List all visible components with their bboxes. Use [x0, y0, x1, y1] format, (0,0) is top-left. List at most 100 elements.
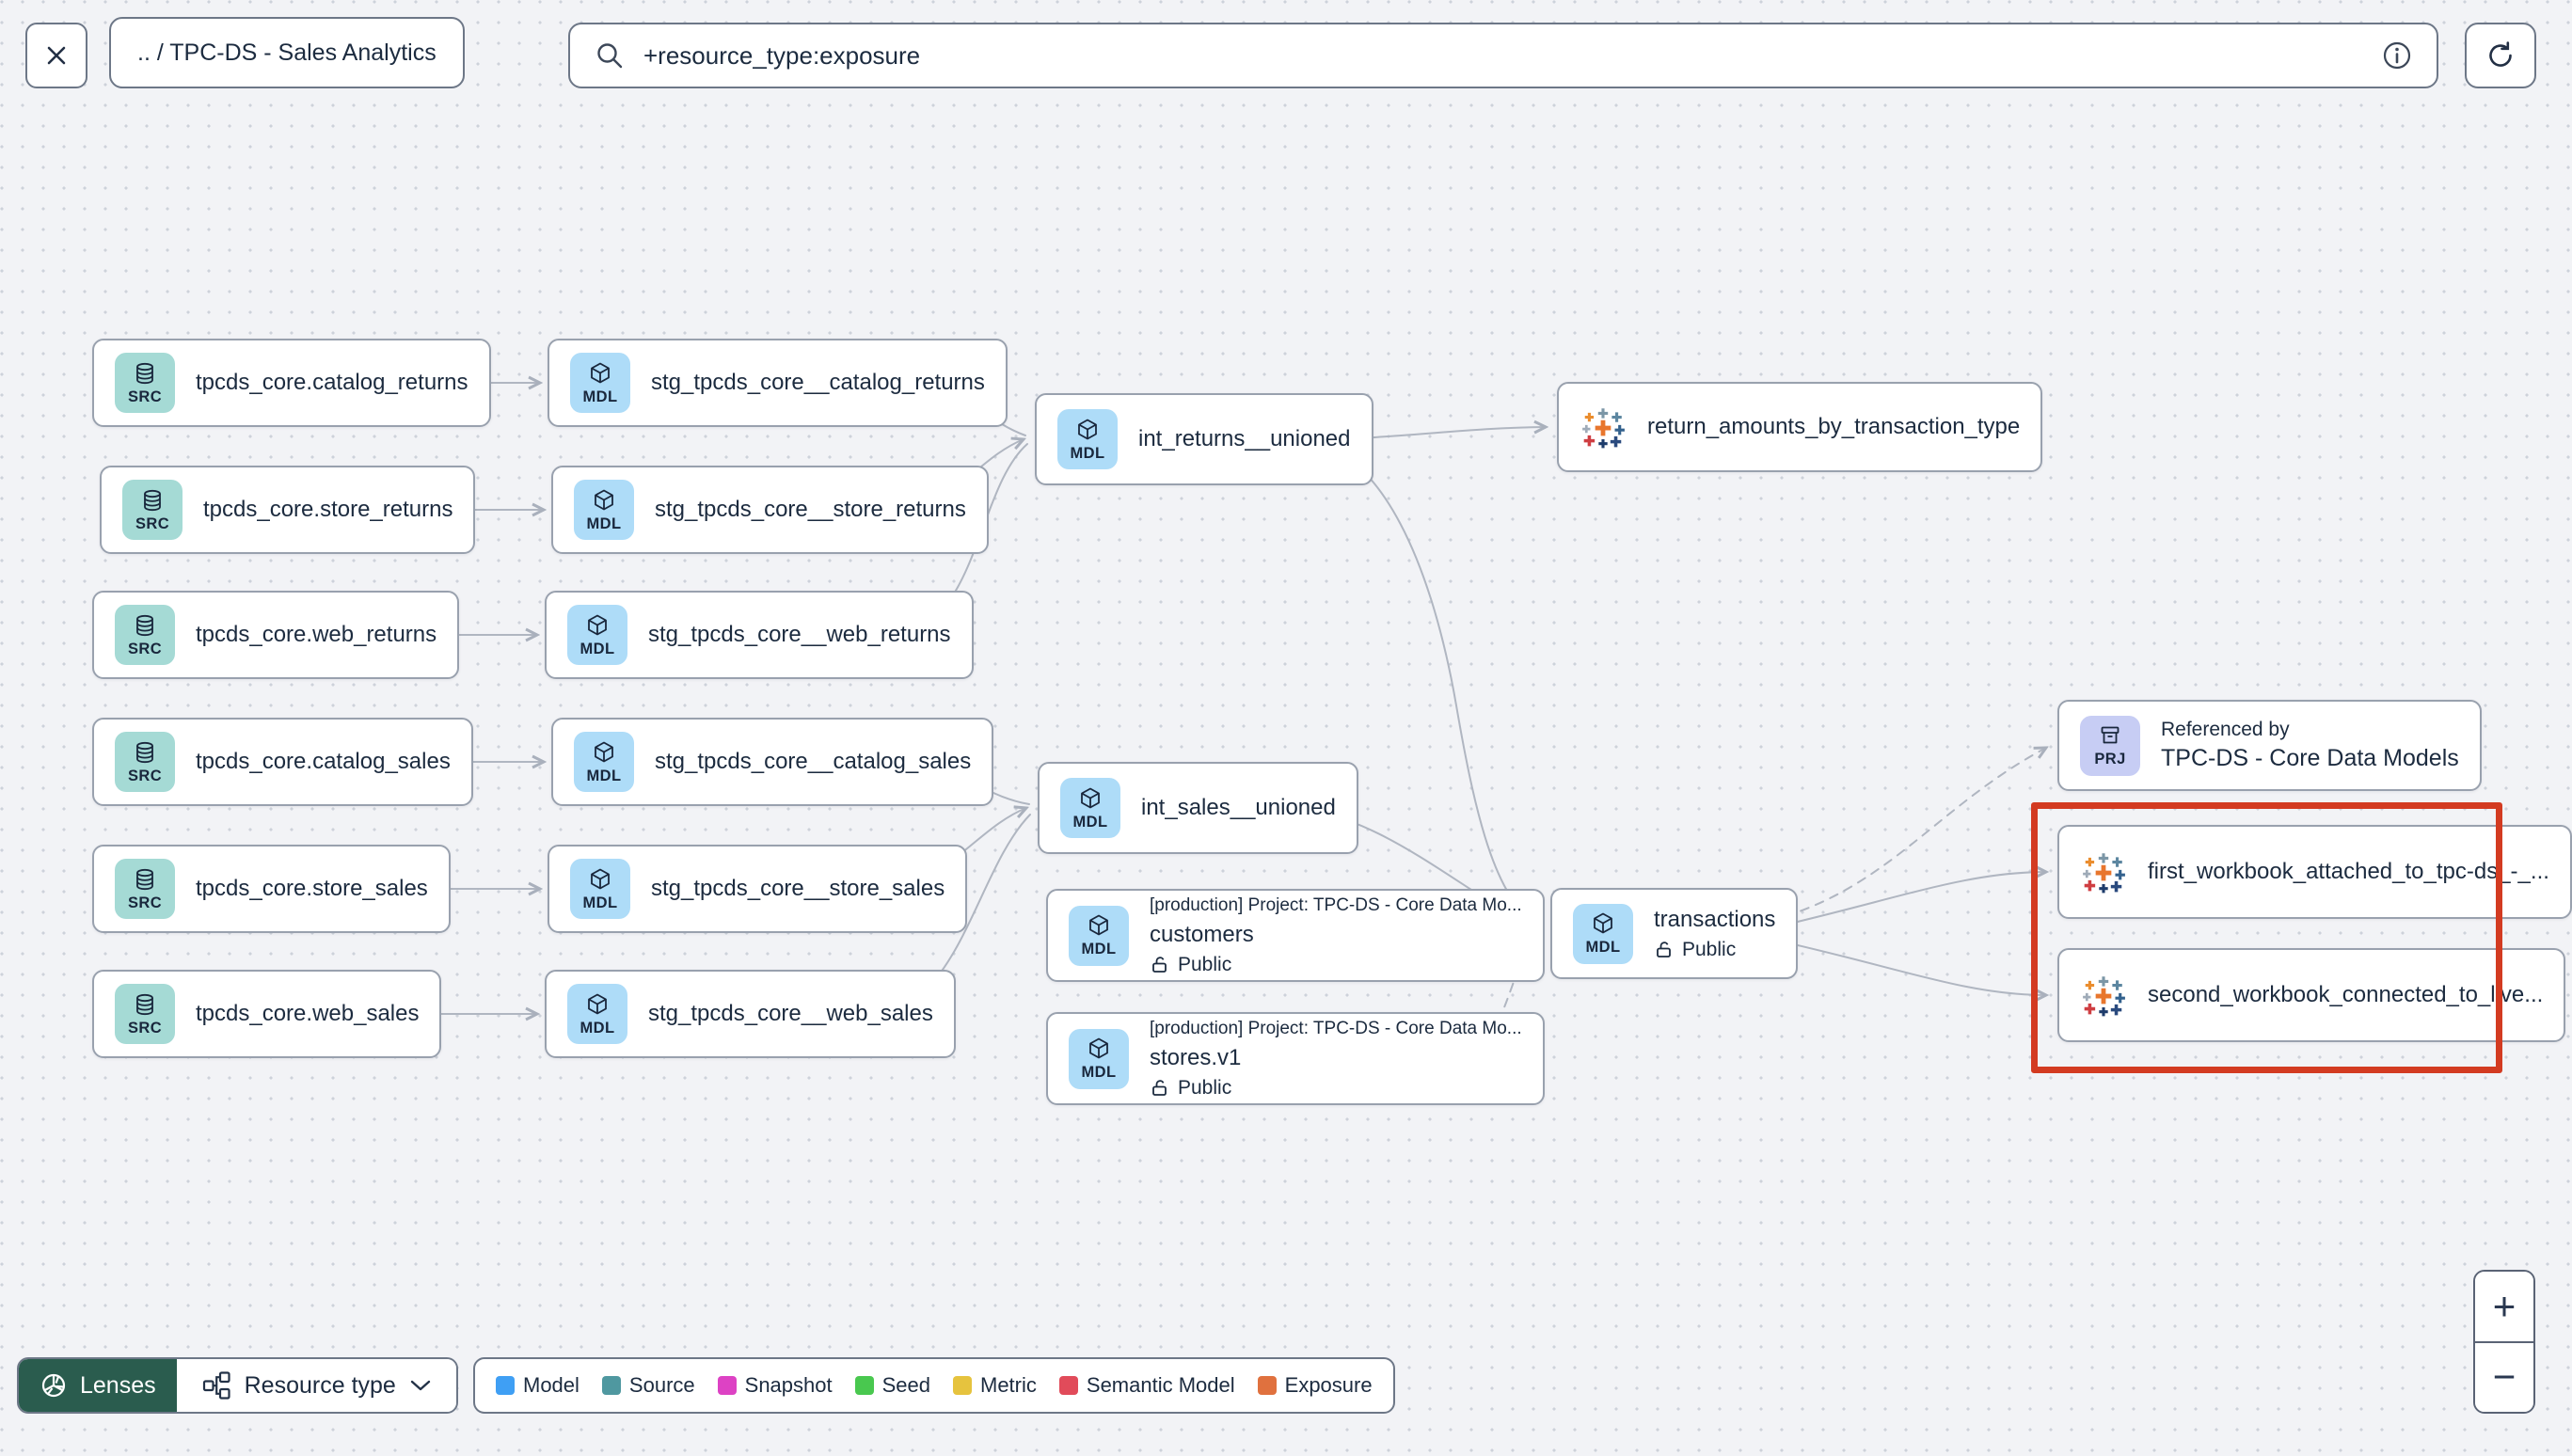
edge-transactions-to-wb-second: [1785, 942, 2046, 995]
model-icon: [587, 360, 613, 387]
model-icon: [1077, 785, 1103, 812]
source-badge: SRC: [122, 480, 183, 540]
access-label: Public: [1178, 953, 1232, 975]
resource-type-label: Resource type: [244, 1371, 396, 1399]
access-label: Public: [1682, 938, 1737, 960]
legend-swatch: [1257, 1376, 1277, 1395]
tableau-exposure-icon: [2080, 972, 2127, 1019]
badge-label: PRJ: [2094, 751, 2126, 768]
badge-label: SRC: [127, 767, 163, 784]
close-button[interactable]: [25, 23, 87, 88]
search-input[interactable]: [643, 40, 2363, 71]
zoom-controls: + −: [2473, 1270, 2535, 1414]
info-icon[interactable]: [2382, 40, 2412, 71]
access-label: Public: [1178, 1076, 1232, 1099]
source-icon: [132, 739, 158, 766]
badge-label: MDL: [1072, 813, 1108, 831]
model-icon: [1074, 417, 1101, 443]
source-badge: SRC: [115, 353, 175, 413]
resource-type-dropdown[interactable]: Resource type: [176, 1359, 456, 1412]
node-stg-store-sales[interactable]: MDL stg_tpcds_core__store_sales: [548, 845, 968, 933]
node-label: stg_tpcds_core__web_returns: [648, 622, 951, 647]
node-label: stg_tpcds_core__store_sales: [651, 876, 945, 901]
legend-label: Seed: [881, 1373, 930, 1397]
project-badge: PRJ: [2080, 715, 2140, 776]
node-label: int_returns__unioned: [1138, 426, 1351, 451]
legend-item-source: Source: [601, 1373, 695, 1398]
badge-label: SRC: [127, 1019, 163, 1037]
node-src-web-returns[interactable]: SRC tpcds_core.web_returns: [92, 591, 460, 679]
legend-item-snapshot: Snapshot: [717, 1373, 833, 1398]
node-label: transactions: [1654, 906, 1776, 932]
referenced-by-label: Referenced by: [2161, 719, 2290, 740]
model-badge: MDL: [574, 732, 634, 792]
model-icon: [587, 866, 613, 893]
badge-label: MDL: [1070, 444, 1105, 462]
model-badge: MDL: [1069, 1028, 1129, 1089]
refresh-button[interactable]: [2465, 23, 2536, 88]
lenses-button[interactable]: Lenses: [19, 1359, 177, 1412]
node-wb-first[interactable]: first_workbook_attached_to_tpc-ds_-_...: [2057, 825, 2572, 919]
breadcrumb[interactable]: .. / TPC-DS - Sales Analytics: [109, 17, 465, 88]
node-src-store-returns[interactable]: SRC tpcds_core.store_returns: [100, 466, 476, 554]
source-icon: [132, 866, 158, 893]
model-icon: [591, 739, 617, 766]
node-stores-v1[interactable]: MDL[production] Project: TPC-DS - Core D…: [1046, 1012, 1545, 1105]
source-badge: SRC: [115, 605, 175, 665]
node-exp-return-amounts[interactable]: return_amounts_by_transaction_type: [1557, 382, 2043, 472]
node-int-returns[interactable]: MDL int_returns__unioned: [1035, 393, 1373, 485]
node-label: stg_tpcds_core__web_sales: [648, 1001, 933, 1026]
source-icon: [132, 991, 158, 1018]
legend-item-model: Model: [496, 1373, 579, 1398]
legend-label: Metric: [980, 1373, 1037, 1397]
legend-item-exposure: Exposure: [1257, 1373, 1373, 1398]
badge-label: MDL: [582, 388, 618, 405]
node-label: int_sales__unioned: [1141, 795, 1336, 820]
legend-label: Model: [523, 1373, 579, 1397]
zoom-in-button[interactable]: +: [2475, 1272, 2533, 1341]
legend-swatch: [601, 1376, 621, 1395]
node-label: tpcds_core.store_returns: [203, 497, 453, 522]
lenses-icon: [40, 1371, 68, 1400]
legend-label: Snapshot: [744, 1373, 833, 1397]
edge-transactions-to-wb-first: [1785, 872, 2046, 926]
model-badge: MDL: [570, 353, 630, 413]
node-customers[interactable]: MDL[production] Project: TPC-DS - Core D…: [1046, 889, 1545, 982]
model-icon: [1086, 1036, 1112, 1062]
node-label: tpcds_core.web_returns: [196, 622, 437, 647]
badge-label: MDL: [586, 767, 622, 784]
legend-swatch: [953, 1376, 972, 1395]
model-icon: [584, 991, 611, 1018]
node-wb-second[interactable]: second_workbook_connected_to_live...: [2057, 948, 2566, 1042]
source-icon: [139, 487, 166, 514]
node-label: customers: [1150, 921, 1254, 947]
node-int-sales[interactable]: MDL int_sales__unioned: [1038, 762, 1358, 854]
node-stg-web-returns[interactable]: MDL stg_tpcds_core__web_returns: [545, 591, 974, 679]
refresh-icon: [2484, 39, 2517, 72]
lenses-label: Lenses: [80, 1371, 156, 1399]
badge-label: MDL: [582, 894, 618, 911]
unlock-icon: [1654, 940, 1674, 959]
node-label: second_workbook_connected_to_live...: [2148, 982, 2544, 1007]
zoom-out-button[interactable]: −: [2475, 1340, 2533, 1412]
legend-label: Source: [628, 1373, 695, 1397]
search-bar[interactable]: [568, 23, 2438, 88]
legend-item-semantic-model: Semantic Model: [1058, 1373, 1235, 1398]
source-icon: [132, 360, 158, 387]
legend-swatch: [1058, 1376, 1078, 1395]
badge-label: MDL: [579, 640, 615, 657]
search-icon: [595, 40, 625, 71]
badge-label: SRC: [127, 388, 163, 405]
legend-swatch: [854, 1376, 874, 1395]
